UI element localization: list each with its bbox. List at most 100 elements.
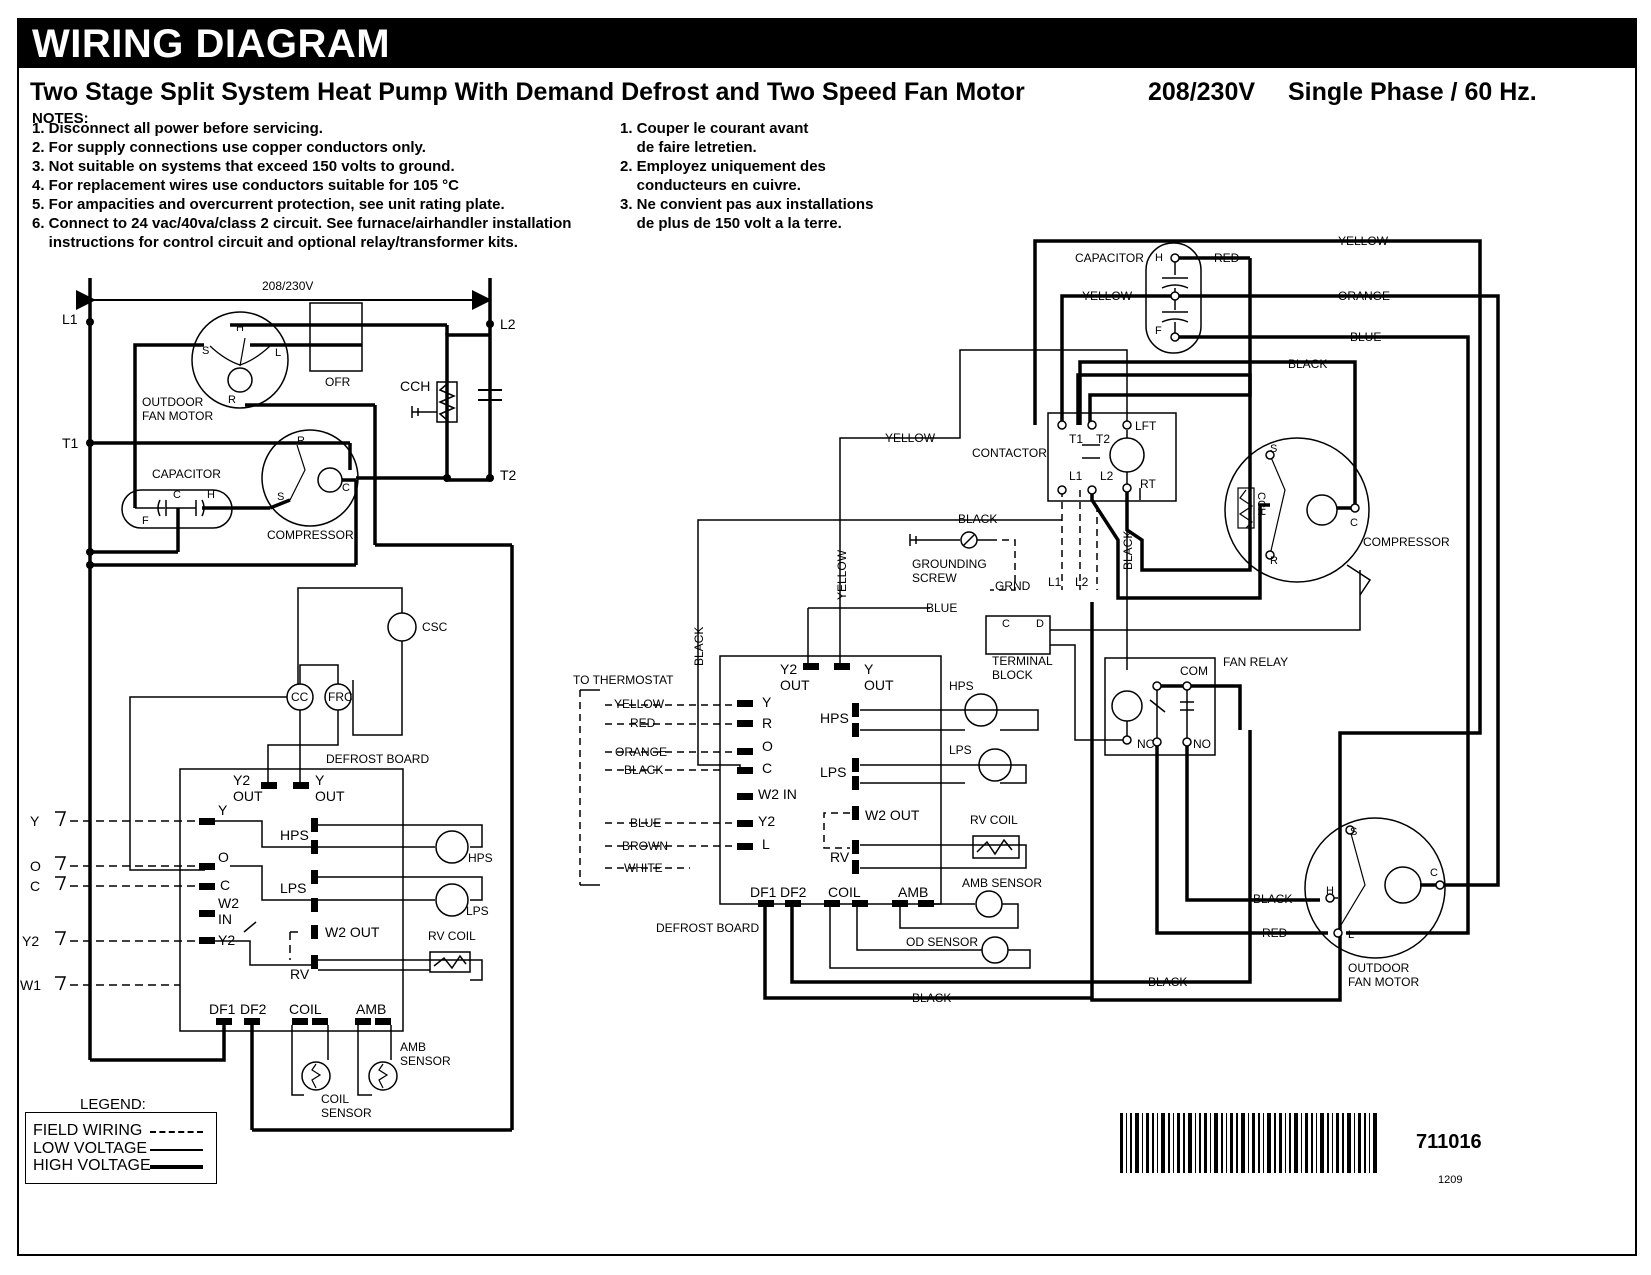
relay-nc: NC <box>1137 737 1155 751</box>
comp-pin-s: S <box>277 491 284 503</box>
thermostat-wire-yellow: YELLOW <box>614 697 665 711</box>
note-line: 3. Not suitable on systems that exceed 1… <box>32 158 455 175</box>
csc-label: CSC <box>422 620 448 634</box>
frc-label: FRC <box>328 690 353 704</box>
right-schematic <box>579 239 1500 1002</box>
r-terminal: R <box>762 715 772 731</box>
legend-high-line <box>150 1165 203 1169</box>
contactor-label: CONTACTOR <box>972 446 1047 460</box>
motor-pin-s: S <box>202 345 209 357</box>
w2-out-terminal: W2 OUT <box>865 807 920 823</box>
note-line: 3. Ne convient pas aux installations <box>620 196 874 213</box>
wire-label: BLACK <box>692 627 706 666</box>
lps-label: LPS <box>949 743 972 757</box>
motor-pin-h: H <box>1326 885 1334 897</box>
df1-terminal: DF1 <box>750 884 777 900</box>
comp-pin-c: C <box>342 482 350 494</box>
capacitor-label: CAPACITOR <box>1075 251 1144 265</box>
note-line: 5. For ampacities and overcurrent protec… <box>32 196 505 213</box>
note-line: de plus de 150 volt a la terre. <box>620 215 842 232</box>
comp-pin-r: R <box>1270 555 1278 567</box>
lps-switch-label: LPS <box>466 904 489 918</box>
wire-label: BLACK <box>1253 892 1292 906</box>
legend-field-wiring: FIELD WIRING <box>33 1122 143 1139</box>
contactor-t2: T2 <box>1096 432 1110 446</box>
rv-coil-label: RV COIL <box>970 813 1018 827</box>
supply-voltage-label: 208/230V <box>262 279 313 293</box>
w2-in-terminal: W2 IN <box>758 786 797 802</box>
cap-pin-h: H <box>1155 252 1163 264</box>
thermostat-wire-black: BLACK <box>624 763 663 777</box>
legend-high-voltage: HIGH VOLTAGE <box>33 1157 151 1174</box>
contactor-lft: LFT <box>1135 419 1157 433</box>
wire-label: BLACK <box>912 991 951 1005</box>
diagram-subtitle: Two Stage Split System Heat Pump With De… <box>30 78 1025 106</box>
wire-label: BLACK <box>1148 975 1187 989</box>
hps-terminal: HPS <box>820 710 849 726</box>
legend-heading: LEGEND: <box>80 1096 146 1113</box>
comp-pin-s: S <box>1270 443 1277 455</box>
compressor-label: COMPRESSOR <box>1363 535 1450 549</box>
w2-out-terminal: W2 OUT <box>325 924 380 940</box>
coil-terminal: COIL <box>289 1001 322 1017</box>
y-terminal: Y <box>218 802 228 818</box>
motor-pin-s: S <box>1350 826 1357 838</box>
rv-terminal: RV <box>290 966 310 982</box>
note-line: conducteurs en cuivre. <box>620 177 801 194</box>
od-sensor-label: OD SENSOR <box>906 935 978 949</box>
thermostat-wire-blue: BLUE <box>630 816 661 830</box>
thermostat-wire-orange: ORANGE <box>615 745 667 759</box>
legend-low-line <box>150 1149 203 1151</box>
amb-terminal: AMB <box>356 1001 386 1017</box>
contactor-l1: L1 <box>1069 469 1083 483</box>
wire-label: BLUE <box>1350 330 1381 344</box>
cap-pin-f: F <box>1155 325 1162 337</box>
thermostat-wire-red: RED <box>630 716 656 730</box>
wire-label: YELLOW <box>1082 289 1133 303</box>
cc-label: CC <box>291 690 309 704</box>
ofr-label: OFR <box>325 375 351 389</box>
c-input: C <box>30 878 40 894</box>
cap-pin-c: C <box>173 489 181 501</box>
motor-pin-r: R <box>228 394 236 406</box>
l1-label: L1 <box>62 311 78 327</box>
o-input: O <box>30 858 41 874</box>
tb-pin-c: C <box>1002 618 1010 630</box>
cch-label: CCH <box>400 378 430 394</box>
wire-label: YELLOW <box>885 431 936 445</box>
motor-pin-l: L <box>275 347 281 359</box>
df1-terminal: DF1 <box>209 1001 236 1017</box>
note-line: 2. Employez uniquement des <box>620 158 826 175</box>
hps-label: HPS <box>949 679 974 693</box>
capacitor-label: CAPACITOR <box>152 467 221 481</box>
rv-coil-label: RV COIL <box>428 929 476 943</box>
l-terminal: L <box>762 836 770 852</box>
legend-low-voltage: LOW VOLTAGE <box>33 1140 148 1157</box>
wire-label: RED <box>1262 926 1288 940</box>
motor-pin-h: H <box>236 322 244 334</box>
amb-sensor-label: AMB SENSOR <box>962 876 1042 890</box>
page-title: WIRING DIAGRAM <box>32 22 391 66</box>
contactor-rt: RT <box>1140 477 1156 491</box>
note-line: 6. Connect to 24 vac/40va/class 2 circui… <box>32 215 572 232</box>
y2-terminal: Y2 <box>758 813 775 829</box>
wire-label: BLACK <box>958 512 997 526</box>
y-terminal: Y <box>762 694 772 710</box>
right-labels: CAPACITOR H F CONTACTOR T1 T2 LFT L1 L2 … <box>573 234 1450 1005</box>
cap-pin-f: F <box>142 515 149 527</box>
relay-com: COM <box>1180 664 1208 678</box>
motor-pin-c: C <box>1430 867 1438 879</box>
motor-pin-l: L <box>1348 929 1354 941</box>
wire-label: YELLOW <box>1338 234 1389 248</box>
wire-label: RED <box>1214 251 1240 265</box>
amb-terminal: AMB <box>898 884 928 900</box>
left-schematic <box>55 278 514 1132</box>
df2-terminal: DF2 <box>780 884 807 900</box>
note-line: 1. Disconnect all power before servicing… <box>32 120 323 137</box>
thermostat-wire-brown: BROWN <box>622 839 668 853</box>
l2-field-label: L2 <box>1075 575 1089 589</box>
y-input: Y <box>30 813 40 829</box>
